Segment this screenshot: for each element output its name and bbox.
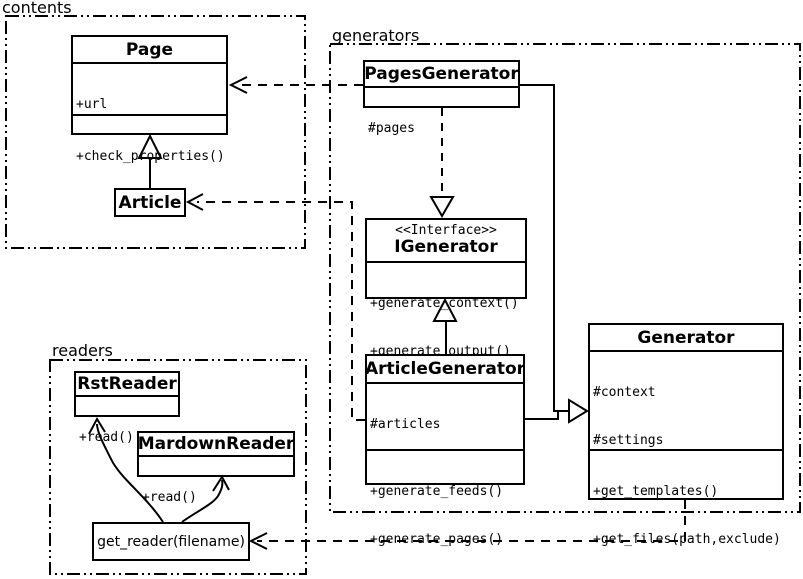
attribute: #context — [593, 385, 656, 400]
class-title: Article — [118, 192, 182, 213]
function-box-getreader: get_reader(filename) — [92, 522, 250, 561]
class-attributes: #articles #dates #tags #categories — [367, 384, 523, 451]
class-methods: +generate_feeds() +generate_pages() — [367, 451, 523, 579]
stereotype-label: <<Interface>> — [395, 223, 497, 238]
edge-generators-inherit-generator — [520, 84, 589, 424]
attribute: #settings — [593, 433, 664, 448]
open-arrowhead-icon — [185, 193, 204, 211]
edge-article-inherits-page — [137, 133, 163, 188]
method: +generate_feeds() — [370, 484, 504, 499]
class-name: IGenerator — [394, 237, 498, 257]
class-box-article: Article — [114, 188, 186, 217]
method: +generate_pages() — [370, 532, 504, 547]
open-arrowhead-icon — [212, 475, 230, 492]
class-methods: +get_templates() +get_files(path,exclude… — [590, 451, 782, 579]
class-title: Page — [73, 37, 226, 64]
inheritance-triangle-icon — [568, 398, 589, 424]
edge-articlegenerator-inherits-igenerator — [432, 297, 458, 354]
class-box-articlegenerator: ArticleGenerator #articles #dates #tags … — [365, 354, 525, 547]
class-attributes: +url +slug +summary — [73, 64, 226, 116]
edge-pagesgenerator-depends-page — [228, 76, 363, 94]
class-methods: +read() — [139, 457, 293, 538]
class-attributes: #context #settings #path #theme #output_… — [590, 352, 782, 451]
class-title: <<Interface>> IGenerator — [367, 220, 525, 263]
function-label: get_reader(filename) — [97, 533, 245, 550]
class-attributes: #pages — [365, 88, 518, 169]
method: +get_files(path,exclude) — [593, 532, 781, 547]
method: +read() — [79, 430, 134, 445]
inheritance-triangle-icon — [137, 133, 163, 159]
class-box-generator: Generator #context #settings #path #them… — [588, 323, 784, 547]
edge-getreader-to-rstreader — [88, 416, 164, 523]
edge-getreader-to-mardownreader — [181, 475, 230, 523]
class-box-pagesgenerator: PagesGenerator #pages — [363, 60, 520, 136]
class-methods: +check_properties() — [73, 116, 226, 197]
class-box-page: Page +url +slug +summary +check_properti… — [71, 35, 228, 164]
method: +get_templates() — [593, 484, 719, 499]
edge-articlegenerator-depends-article — [185, 193, 365, 421]
class-methods: +read() — [76, 397, 178, 478]
method: +check_properties() — [76, 149, 225, 164]
package-border-generators — [329, 43, 801, 513]
open-arrowhead-icon — [248, 532, 268, 550]
package-label-readers: readers — [52, 341, 113, 360]
class-title: RstReader — [76, 373, 178, 397]
class-box-rstreader: RstReader +read() — [74, 371, 180, 445]
inheritance-triangle-icon — [429, 196, 455, 218]
attribute: #pages — [368, 121, 415, 136]
inheritance-triangle-icon — [432, 297, 458, 322]
attribute: +url — [76, 97, 108, 112]
class-title: MardownReader — [138, 433, 294, 457]
method: +read() — [142, 490, 197, 505]
package-border-contents — [5, 15, 306, 249]
package-border-readers — [49, 359, 307, 575]
attribute: #articles — [370, 417, 441, 432]
class-title: PagesGenerator — [364, 62, 519, 88]
package-label-generators: generators — [332, 26, 420, 45]
method: +generate_context() — [370, 296, 519, 311]
class-box-mardownreader: MardownReader +read() — [137, 431, 295, 505]
package-label-contents: contents — [2, 0, 72, 17]
open-arrowhead-icon — [228, 76, 248, 94]
class-title: ArticleGenerator — [365, 356, 525, 384]
edge-pagesgenerator-realizes-igenerator — [429, 108, 455, 218]
class-box-igenerator: <<Interface>> IGenerator +generate_conte… — [365, 218, 527, 359]
class-title: Generator — [590, 325, 782, 352]
open-arrowhead-icon — [88, 416, 106, 435]
edge-generator-depends-getreader — [248, 500, 686, 550]
